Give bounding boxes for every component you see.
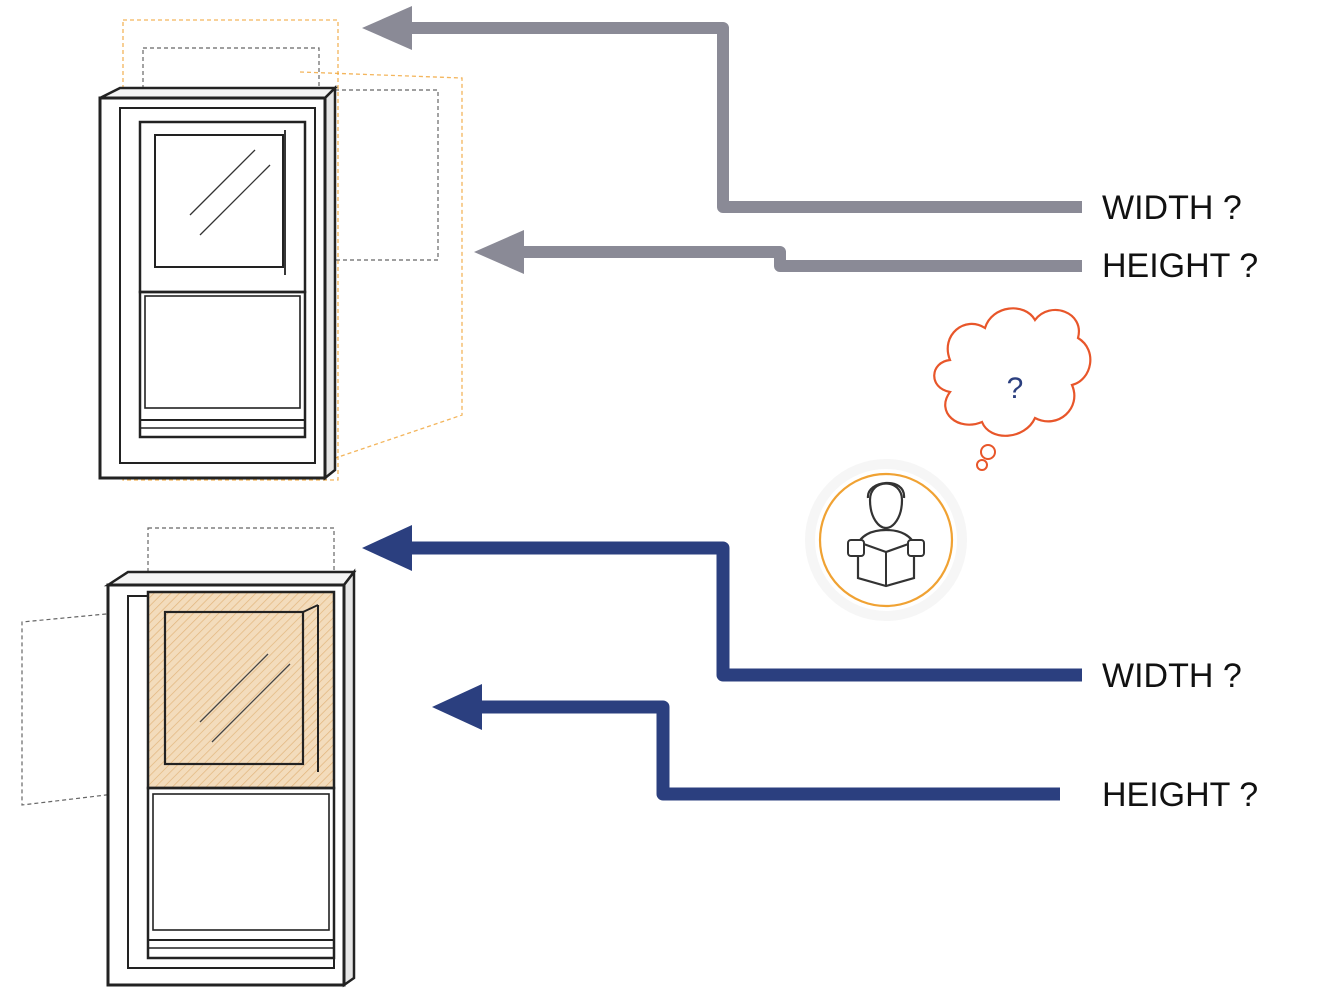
top-height-label: HEIGHT ?: [1102, 247, 1258, 285]
top-window-depth-dashed-guide: [299, 71, 463, 471]
bottom-width-arrow: [362, 525, 1082, 682]
bottom-width-label: WIDTH ?: [1102, 657, 1242, 695]
top-width-arrowhead: [362, 6, 412, 50]
bottom-height-arrowhead: [432, 684, 482, 730]
bottom-window-frame-top-edge: [103, 570, 357, 587]
bottom-height-label: HEIGHT ?: [1102, 776, 1258, 814]
bottom-window-lower-sash: [146, 786, 336, 960]
bottom-window-illustration: [21, 527, 357, 988]
top-window-lower-sash: [138, 290, 307, 439]
bottom-height-arrow: [432, 684, 1060, 801]
thought-bubble: ?: [933, 307, 1092, 471]
top-window-upper-glass: [154, 134, 284, 268]
top-width-label: WIDTH ?: [1102, 189, 1242, 227]
top-height-arrowhead: [474, 230, 524, 274]
top-height-arrow: [474, 230, 1082, 274]
top-width-arrow: [362, 6, 1082, 213]
bottom-window-side-dashed-guide: [21, 609, 149, 806]
thought-bubble-text: ?: [1007, 372, 1024, 405]
top-window-illustration: [98, 19, 463, 481]
reader-avatar-icon: [805, 459, 967, 621]
top-window-inner-frame: [119, 107, 316, 464]
bottom-width-arrowhead: [362, 525, 412, 571]
